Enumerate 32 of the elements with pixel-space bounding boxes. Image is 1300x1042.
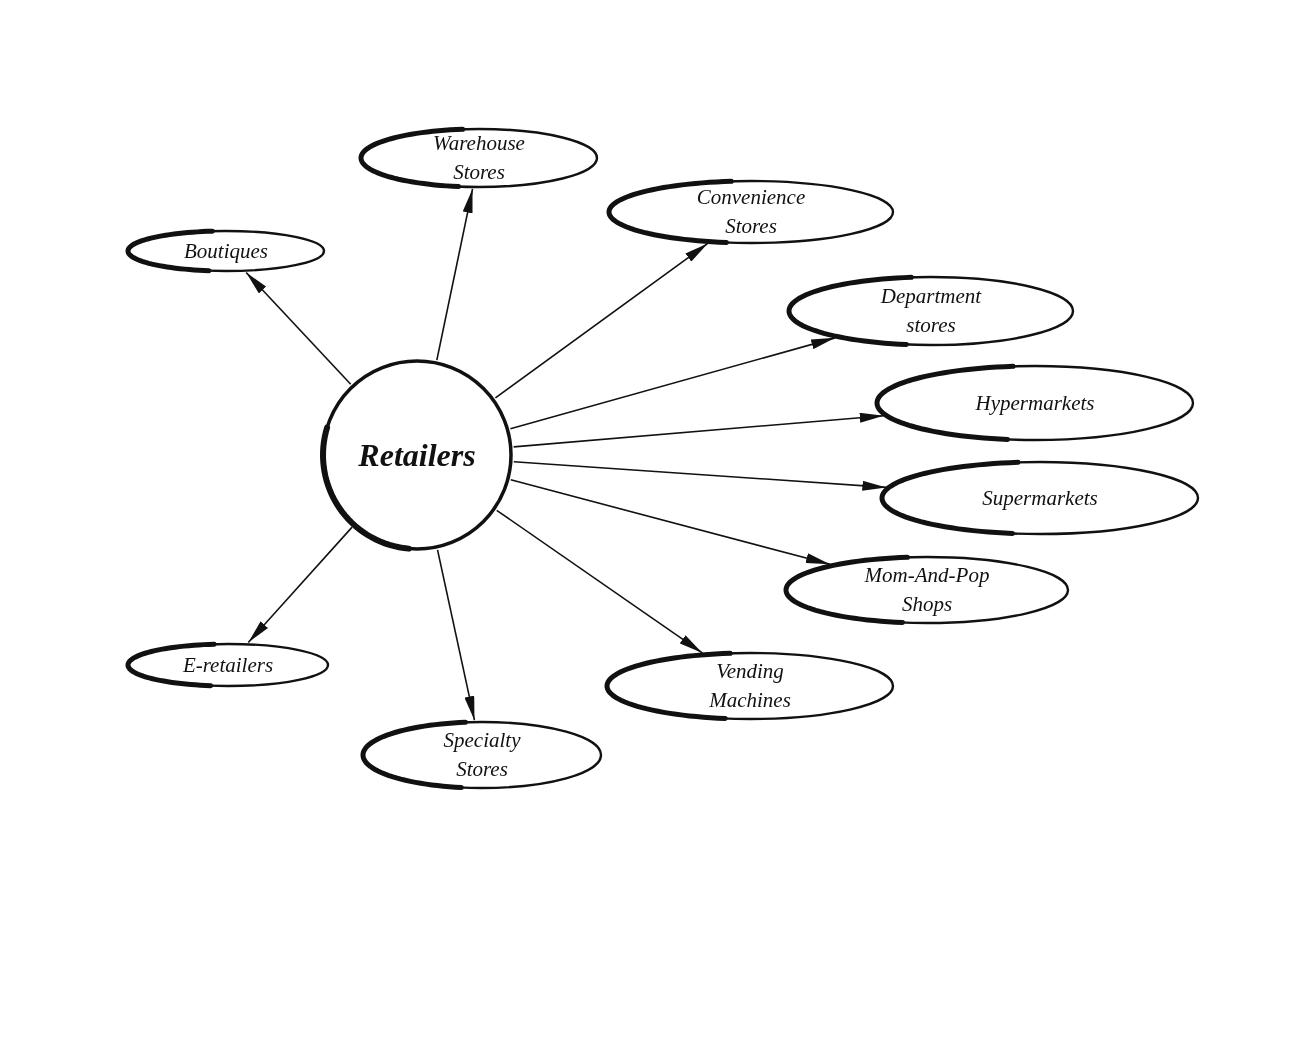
arrow: [245, 271, 352, 385]
category-label: Specialty Stores: [442, 727, 522, 783]
category-ellipse: [603, 649, 897, 723]
category-label: Boutiques: [183, 237, 269, 265]
arrow: [512, 460, 888, 491]
category-label: Convenience Stores: [695, 184, 807, 240]
category-label: E-retailers: [181, 651, 275, 679]
category-label: Department stores: [879, 283, 983, 339]
category-label: Supermarkets: [981, 484, 1099, 512]
arrow: [436, 549, 476, 721]
category-label: Hypermarkets: [974, 389, 1096, 417]
arrow: [509, 337, 836, 430]
arrow: [495, 509, 704, 654]
category-ellipse: [785, 273, 1077, 349]
hub-label: Retailers: [357, 435, 477, 475]
category-ellipse: [124, 640, 332, 690]
hub-circle: [318, 356, 516, 554]
category-ellipse: [124, 227, 328, 275]
arrow: [494, 242, 709, 399]
category-ellipse: [605, 177, 897, 247]
category-ellipse: [782, 553, 1072, 627]
category-label: Vending Machines: [708, 658, 792, 714]
category-label: Warehouse Stores: [432, 130, 526, 186]
category-ellipse: [873, 362, 1197, 444]
category-ellipse: [357, 125, 601, 191]
arrow: [509, 479, 831, 566]
category-ellipse: [359, 718, 605, 792]
arrow: [512, 412, 885, 448]
arrow: [247, 526, 353, 644]
category-ellipse: [878, 458, 1202, 538]
arrow: [436, 188, 474, 361]
category-label: Mom-And-Pop Shops: [863, 562, 991, 618]
